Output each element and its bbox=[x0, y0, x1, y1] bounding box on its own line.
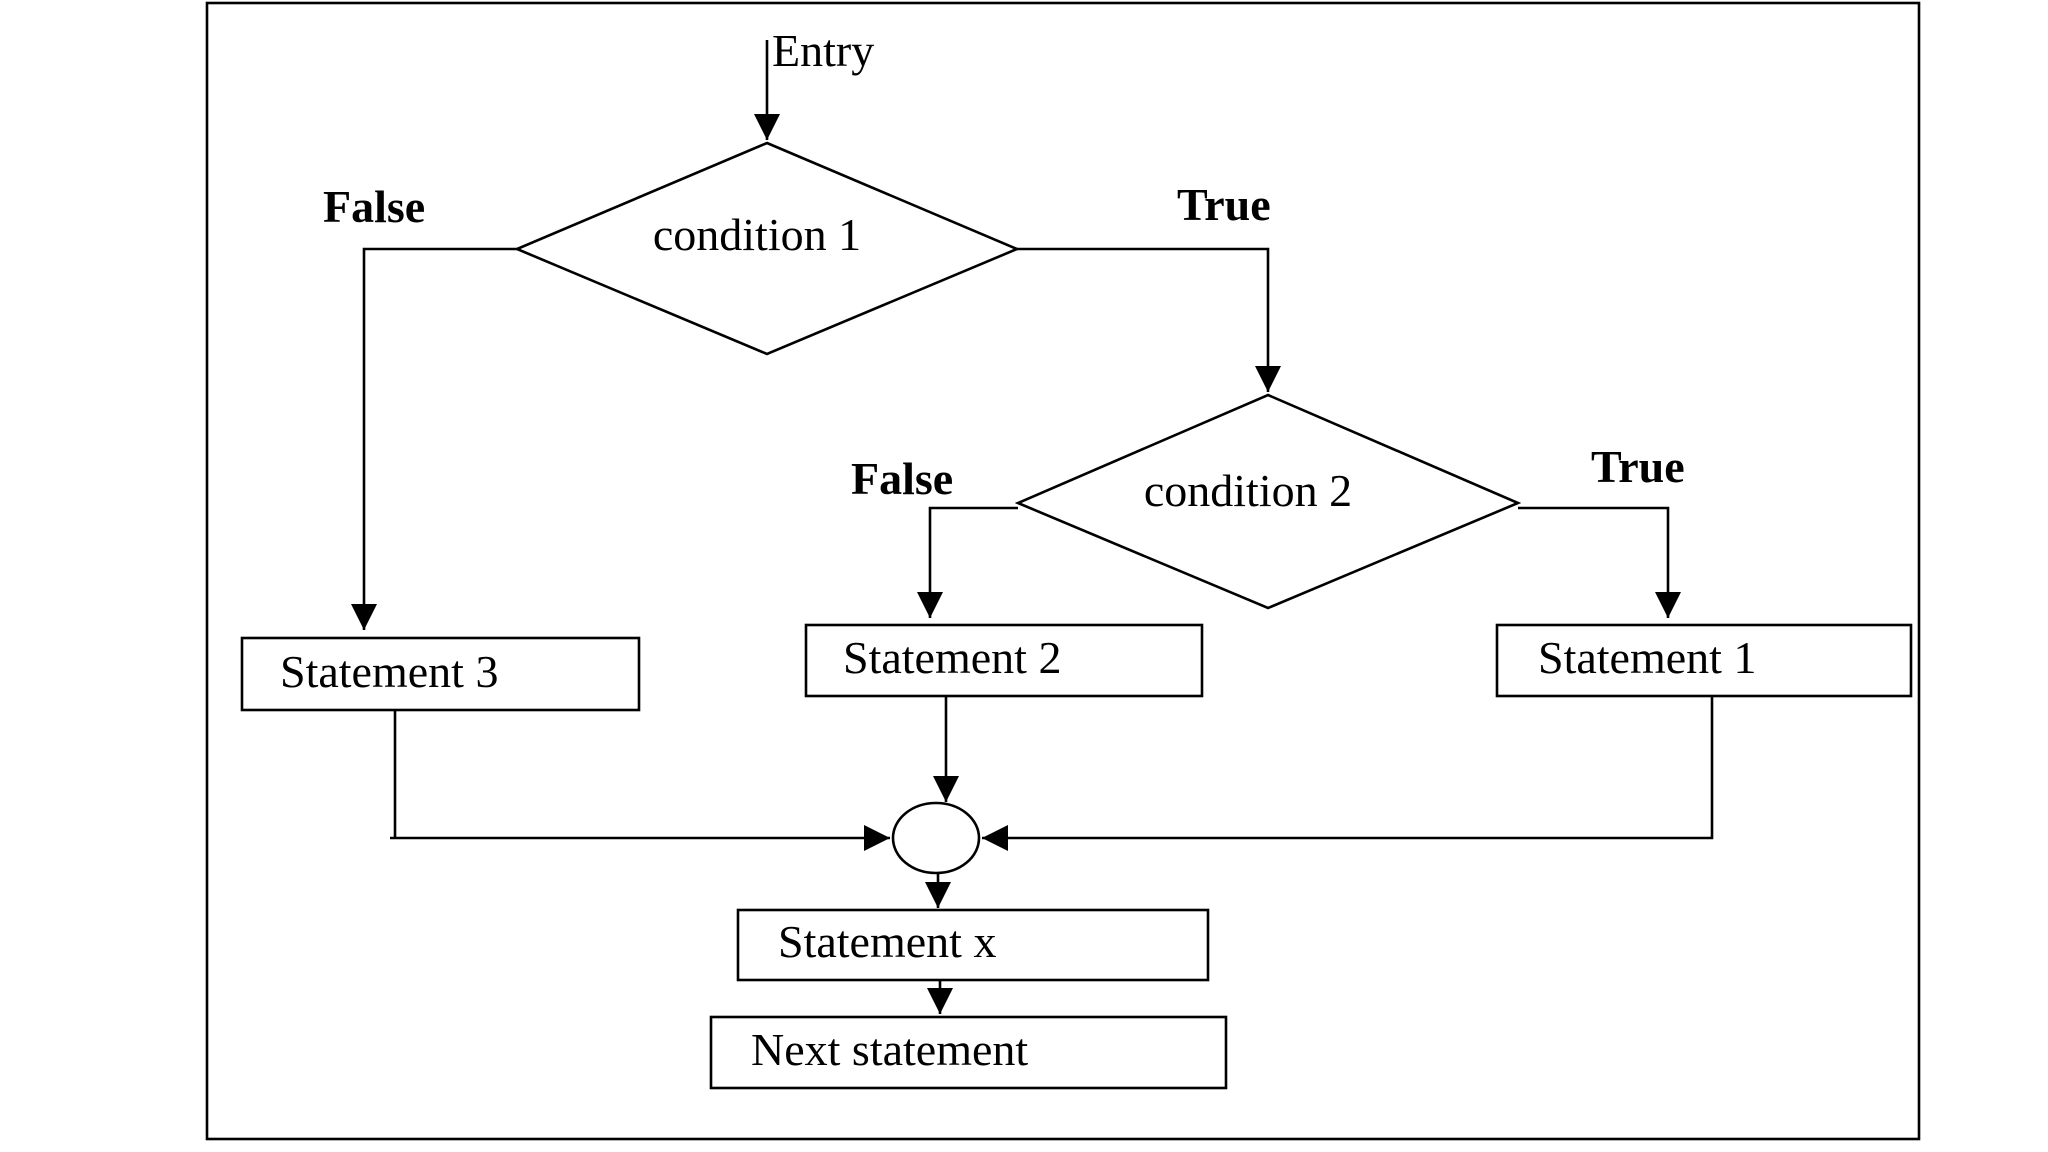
junction-circle bbox=[891, 801, 981, 875]
condition-1-true-connector bbox=[1017, 247, 1281, 392]
diagram-frame bbox=[205, 1, 1921, 1141]
statement-3-to-junction-connector bbox=[390, 710, 890, 851]
statement-3-box bbox=[240, 636, 641, 712]
condition-2-diamond bbox=[1014, 393, 1522, 610]
condition-2-false-label: False bbox=[851, 453, 953, 504]
statement-3-label: Statement 3 bbox=[280, 646, 498, 697]
statement-2-label: Statement 2 bbox=[843, 632, 1061, 683]
statement-1-label: Statement 1 bbox=[1538, 632, 1756, 683]
condition-1-diamond bbox=[513, 141, 1021, 356]
next-statement-label: Next statement bbox=[751, 1024, 1028, 1075]
entry-label: Entry bbox=[772, 25, 874, 76]
next-statement-box bbox=[709, 1015, 1228, 1090]
condition-1-false-connector bbox=[351, 247, 517, 630]
statement-2-box bbox=[804, 623, 1204, 698]
condition-2-false-connector bbox=[917, 506, 1018, 618]
statement-x-label: Statement x bbox=[778, 916, 996, 967]
condition-2-true-label: True bbox=[1591, 441, 1685, 492]
condition-1-false-label: False bbox=[323, 181, 425, 232]
condition-2-true-connector bbox=[1518, 506, 1681, 618]
statement-x-box bbox=[736, 908, 1210, 982]
condition-1-true-label: True bbox=[1177, 179, 1271, 230]
condition-1-label: condition 1 bbox=[653, 209, 861, 260]
statement-1-box bbox=[1495, 623, 1913, 698]
condition-2-label: condition 2 bbox=[1144, 465, 1352, 516]
statement-1-to-junction-connector bbox=[982, 696, 1714, 851]
